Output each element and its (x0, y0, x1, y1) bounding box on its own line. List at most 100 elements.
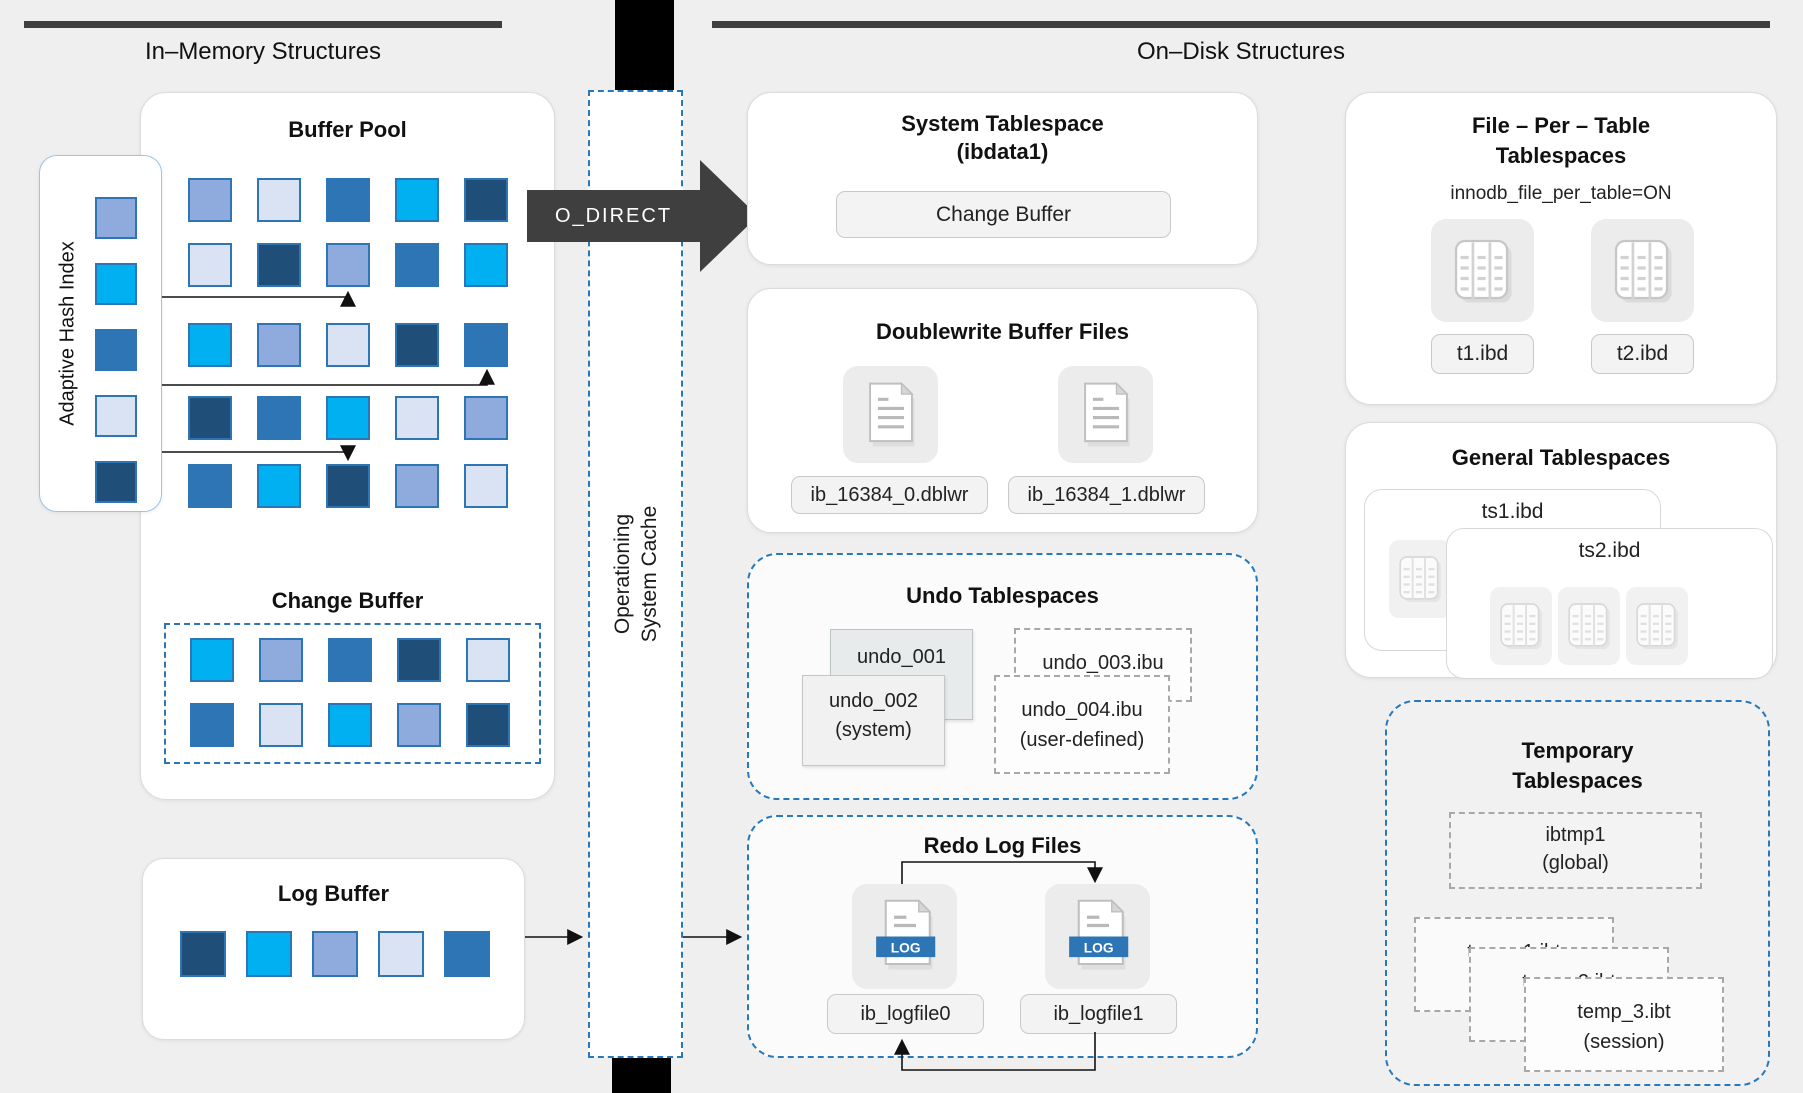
file-per-table-box: File – Per – Table Tablespaces innodb_fi… (1345, 92, 1777, 405)
bottom-connector-bar (612, 1058, 671, 1093)
page-block-C (257, 464, 301, 508)
page-block-S (190, 703, 234, 747)
undo-003-label: undo_003.ibu (1042, 652, 1164, 674)
change-buffer-mem-title: Change Buffer (271, 588, 424, 613)
undo-001-label: undo_001 (857, 646, 946, 668)
table-icon (1568, 603, 1610, 650)
temp-title-line2: Tablespaces (1512, 768, 1643, 793)
top-connector-bar (615, 0, 674, 90)
page-block-N (257, 243, 301, 287)
dblwr-file1-label: ib_16384_0.dblwr (791, 476, 988, 514)
redo-title: Redo Log Files (923, 833, 1082, 858)
page-block-C (190, 638, 234, 682)
document-icon (1083, 381, 1130, 446)
page-block-P (312, 931, 358, 977)
redo-log-files-box: Redo Log Files LOG LOG ib_logfile0 ib_ (747, 815, 1258, 1058)
ts1-label: ts1.ibd (1481, 500, 1544, 523)
redo-file-tile: LOG (1045, 884, 1150, 989)
system-tablespace-box: System Tablespace (ibdata1) Change Buffe… (747, 92, 1258, 265)
ibtmp1-sublabel: (global) (1542, 852, 1609, 874)
page-block-N (466, 703, 510, 747)
page-block-P (95, 197, 137, 239)
temp-title-line1: Temporary (1521, 738, 1634, 763)
system-tablespace-subtitle: (ibdata1) (956, 139, 1049, 164)
page-block-S (328, 638, 372, 682)
page-block-C (188, 323, 232, 367)
page-block-C (95, 263, 137, 305)
redo-file2-label: ib_logfile1 (1020, 994, 1177, 1034)
page-block-S (188, 464, 232, 508)
fpt-title-line2: Tablespaces (1495, 143, 1627, 168)
page-block-L (257, 178, 301, 222)
ibtmp1-card: ibtmp1 (global) (1449, 812, 1702, 889)
temp3-card: temp_3.ibt (session) (1524, 977, 1724, 1072)
table-file-tile (1626, 587, 1688, 665)
log-buffer-title: Log Buffer (277, 881, 390, 906)
undo-004-label: undo_004.ibu (1021, 699, 1143, 721)
log-buffer-box: Log Buffer (142, 858, 525, 1040)
in-memory-header: In–Memory Structures (144, 38, 382, 65)
in-memory-header-rule (24, 21, 502, 28)
fpt-title-line1: File – Per – Table (1471, 113, 1651, 138)
page-block-S (395, 243, 439, 287)
temp3-sublabel: (session) (1583, 1031, 1665, 1053)
log-file-icon: LOG (1068, 899, 1128, 970)
table-file-tile (1389, 540, 1451, 618)
fpt-file2-label: t2.ibd (1591, 334, 1694, 374)
page-block-P (395, 464, 439, 508)
page-block-N (180, 931, 226, 977)
change-buffer-pages-grid (190, 638, 510, 747)
page-block-L (188, 243, 232, 287)
o-direct-arrow: O_DIRECT (527, 190, 700, 242)
adaptive-hash-index-box: Adaptive Hash Index (39, 155, 162, 512)
table-file-tile (1490, 587, 1552, 665)
buffer-pool-box: Buffer Pool Change Buffer (140, 92, 555, 800)
document-icon (868, 381, 915, 446)
page-block-S (257, 396, 301, 440)
undo-002-card: undo_002 (system) (802, 675, 945, 766)
ibtmp1-label: ibtmp1 (1545, 824, 1606, 846)
table-file-tile (1431, 219, 1534, 322)
temporary-tablespaces-box: Temporary Tablespaces ibtmp1 (global) te… (1385, 700, 1770, 1086)
page-block-L (395, 396, 439, 440)
general-title: General Tablespaces (1451, 445, 1671, 470)
page-block-L (95, 395, 137, 437)
table-icon (1614, 239, 1671, 302)
undo-004-card: undo_004.ibu (user-defined) (994, 675, 1170, 774)
table-file-tile (1558, 587, 1620, 665)
page-block-P (397, 703, 441, 747)
redo-file-tile: LOG (852, 884, 957, 989)
page-block-N (397, 638, 441, 682)
page-block-C (328, 703, 372, 747)
adaptive-hash-index-pages (95, 197, 137, 503)
page-block-P (326, 243, 370, 287)
page-block-P (188, 178, 232, 222)
page-block-L (259, 703, 303, 747)
page-block-L (466, 638, 510, 682)
page-block-C (395, 178, 439, 222)
general-tablespaces-box: General Tablespaces ts1.ibd ts2.ibd (1345, 422, 1777, 679)
page-block-S (326, 178, 370, 222)
doublewrite-title: Doublewrite Buffer Files (875, 319, 1130, 344)
table-icon (1636, 603, 1678, 650)
dblwr-file2-label: ib_16384_1.dblwr (1008, 476, 1205, 514)
page-block-P (259, 638, 303, 682)
page-block-C (326, 396, 370, 440)
fpt-subtitle: innodb_file_per_table=ON (1450, 183, 1672, 204)
page-block-L (326, 323, 370, 367)
page-block-S (95, 329, 137, 371)
on-disk-header: On–Disk Structures (1136, 38, 1346, 65)
page-block-L (378, 931, 424, 977)
change-buffer-mem-dashed-box (164, 623, 541, 764)
temp3-label: temp_3.ibt (1577, 1001, 1671, 1023)
page-block-N (95, 461, 137, 503)
adaptive-hash-index-label: Adaptive Hash Index (56, 241, 79, 426)
on-disk-header-rule (712, 21, 1770, 28)
undo-tablespaces-box: Undo Tablespaces undo_001 undo_002 (syst… (747, 553, 1258, 800)
page-block-L (464, 464, 508, 508)
doublewrite-file-tile (843, 366, 938, 463)
system-change-buffer-pill: Change Buffer (836, 191, 1171, 238)
ts2-card: ts2.ibd (1446, 528, 1773, 679)
ts2-label: ts2.ibd (1578, 539, 1641, 562)
